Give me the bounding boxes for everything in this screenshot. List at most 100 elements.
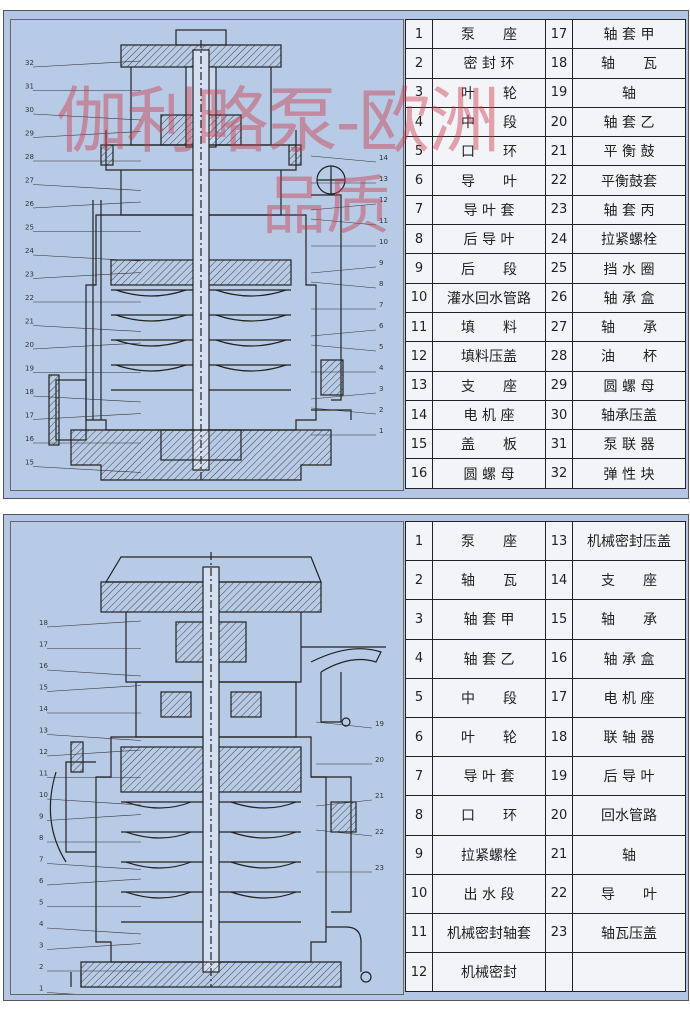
callout-leader-line [32, 184, 142, 191]
part-number: 12 [405, 952, 433, 993]
callout-leader-line [32, 60, 142, 68]
part-name: 拉紧螺栓 [572, 224, 686, 255]
callout-leader-line [315, 829, 373, 837]
callout-leader-line [310, 203, 377, 211]
part-number: 8 [405, 795, 433, 836]
callout-leader-line [46, 992, 76, 994]
callout-number: 1 [39, 985, 43, 993]
callout-leader-line [32, 272, 142, 279]
callout-number: 10 [379, 238, 388, 246]
callout-number: 4 [379, 364, 384, 372]
part-name: 电 机 座 [432, 399, 546, 431]
part-name: 叶 轮 [432, 716, 546, 758]
callout-leader-line [315, 721, 373, 729]
callout-number: 23 [375, 864, 384, 872]
callout-number: 18 [25, 388, 34, 396]
part-number: 29 [545, 370, 573, 401]
callout-number: 18 [39, 619, 48, 627]
callout-number: 5 [379, 343, 383, 351]
callout-leader-line [310, 344, 377, 352]
part-name: 支 座 [432, 370, 546, 401]
part-name: 密 封 环 [432, 48, 546, 79]
part-number: 22 [545, 165, 573, 196]
part-name: 轴瓦压盖 [572, 912, 686, 954]
callout-number: 5 [39, 899, 43, 907]
part-name: 口 环 [432, 136, 546, 167]
callout-leader-line [32, 201, 142, 209]
callout-number: 15 [39, 684, 48, 692]
part-number: 17 [545, 677, 573, 718]
callout-number: 9 [39, 813, 43, 821]
callout-number: 13 [39, 727, 48, 735]
callout-number: 21 [375, 792, 384, 800]
part-name: 轴 [572, 77, 686, 108]
part-name: 出 水 段 [432, 873, 546, 914]
callout-number: 7 [39, 856, 43, 864]
part-name: 圆 螺 母 [572, 370, 686, 401]
callout-number: 4 [39, 920, 44, 928]
part-number: 17 [545, 18, 573, 50]
part-number: 19 [545, 756, 573, 797]
part-number: 14 [405, 399, 433, 431]
part-number: 10 [405, 282, 433, 313]
part-number: 12 [405, 341, 433, 372]
callout-number: 2 [379, 406, 383, 414]
part-number: 2 [405, 560, 433, 601]
part-number: 10 [405, 873, 433, 914]
part-name: 电 机 座 [572, 677, 686, 718]
part-name [572, 952, 686, 993]
part-number: 11 [405, 311, 433, 343]
callout-leader-line [46, 749, 142, 757]
part-number: 15 [405, 429, 433, 460]
part-number: 18 [545, 716, 573, 758]
part-number: 7 [405, 194, 433, 226]
callout-leader-line [46, 943, 142, 950]
callout-number: 12 [39, 748, 48, 756]
part-name: 挡 水 圈 [572, 253, 686, 284]
part-number: 24 [545, 224, 573, 255]
callout-number: 17 [25, 412, 34, 420]
callout-leader-line [46, 669, 142, 677]
callout-number: 8 [39, 834, 43, 842]
callout-number: 1 [379, 427, 383, 435]
part-number: 22 [545, 873, 573, 914]
callout-number: 16 [39, 662, 48, 670]
callout-number: 6 [39, 877, 44, 885]
callout-number: 6 [379, 322, 384, 330]
part-number: 1 [405, 18, 433, 50]
part-name: 圆 螺 母 [432, 458, 546, 489]
part-name: 轴 套 丙 [572, 194, 686, 226]
part-number: 21 [545, 834, 573, 875]
part-number: 26 [545, 282, 573, 313]
callout-number: 9 [379, 259, 383, 267]
part-name: 盖 板 [432, 429, 546, 460]
callout-number: 21 [25, 318, 34, 326]
part-name: 轴 套 乙 [432, 638, 546, 679]
part-name: 油 杯 [572, 341, 686, 372]
bottom-pump-outline [49, 552, 386, 988]
part-number: 6 [405, 165, 433, 196]
part-name: 轴 套 甲 [432, 599, 546, 640]
callout-number: 29 [25, 130, 34, 138]
part-number: 28 [545, 341, 573, 372]
part-number [545, 952, 573, 993]
part-number: 32 [545, 458, 573, 489]
part-name: 后 段 [432, 253, 546, 284]
callout-leader-line [32, 113, 142, 121]
callout-number: 15 [25, 459, 34, 467]
part-number: 15 [545, 599, 573, 640]
part-name: 平衡鼓套 [572, 165, 686, 196]
